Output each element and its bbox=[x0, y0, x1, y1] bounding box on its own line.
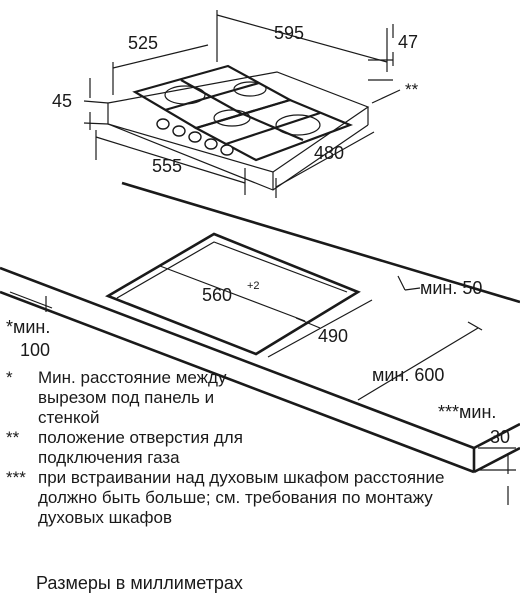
dim-480: 480 bbox=[275, 131, 375, 198]
worktop-drawing: 560 +2 490 мин. 50 *мин. 100 мин. 600 bbox=[0, 181, 520, 505]
burner-2 bbox=[233, 81, 267, 97]
dim-min-50: мин. 50 bbox=[397, 275, 482, 298]
footnote-1: * Мин. расстояние между вырезом под пане… bbox=[6, 368, 476, 428]
label-min-30-a: ***мин. bbox=[438, 402, 496, 422]
dim-min-30: ***мин. 30 bbox=[438, 402, 516, 505]
label-595: 595 bbox=[274, 23, 304, 43]
footnote-3-text: при встраивании над духовым шкафом расст… bbox=[38, 468, 445, 527]
control-knobs bbox=[156, 118, 234, 156]
label-min-600: мин. 600 bbox=[372, 365, 444, 385]
label-555: 555 bbox=[152, 156, 182, 176]
footnote-3-mark: *** bbox=[6, 468, 26, 487]
label-gas-marker: ** bbox=[405, 80, 419, 99]
label-560: 560 bbox=[202, 285, 232, 305]
dim-45: 45 bbox=[52, 78, 109, 130]
gas-connection-marker: ** bbox=[371, 80, 419, 104]
burner-1 bbox=[164, 85, 206, 105]
footnote-2: ** положение отверстия для подключения г… bbox=[6, 428, 476, 468]
label-45: 45 bbox=[52, 91, 72, 111]
footnote-1-text: Мин. расстояние между вырезом под панель… bbox=[38, 368, 227, 427]
label-min-50: мин. 50 bbox=[420, 278, 482, 298]
dim-555: 555 bbox=[95, 130, 246, 195]
label-min-100-b: 100 bbox=[20, 340, 50, 360]
dim-525: 525 bbox=[112, 33, 209, 95]
dim-47: 47 bbox=[368, 24, 418, 81]
dim-min-600: мин. 600 bbox=[357, 321, 483, 401]
footnote-2-mark: ** bbox=[6, 428, 20, 447]
footnote-2-text: положение отверстия для подключения газа bbox=[38, 428, 243, 467]
label-490: 490 bbox=[318, 326, 348, 346]
label-525: 525 bbox=[128, 33, 158, 53]
footnotes: * Мин. расстояние между вырезом под пане… bbox=[6, 368, 476, 528]
label-47: 47 bbox=[398, 32, 418, 52]
burner-3 bbox=[213, 109, 251, 127]
dim-595: 595 bbox=[216, 10, 388, 72]
dim-490: 490 bbox=[267, 299, 373, 358]
label-480: 480 bbox=[314, 143, 344, 163]
label-min-30-b: 30 bbox=[490, 427, 510, 447]
hob-drawing: 525 595 47 ** 45 bbox=[52, 10, 419, 198]
label-min-100-a: *мин. bbox=[6, 317, 50, 337]
units-caption: Размеры в миллиметрах bbox=[36, 573, 243, 593]
hob-grate-right bbox=[193, 98, 353, 162]
footnote-3: *** при встраивании над духовым шкафом р… bbox=[6, 468, 476, 528]
label-560-tolerance: +2 bbox=[247, 280, 260, 292]
burner-4 bbox=[275, 114, 321, 136]
footnote-1-mark: * bbox=[6, 368, 13, 387]
cutout-opening bbox=[105, 232, 361, 356]
dim-min-100: *мин. 100 bbox=[6, 291, 53, 360]
dim-560: 560 +2 bbox=[159, 265, 306, 322]
